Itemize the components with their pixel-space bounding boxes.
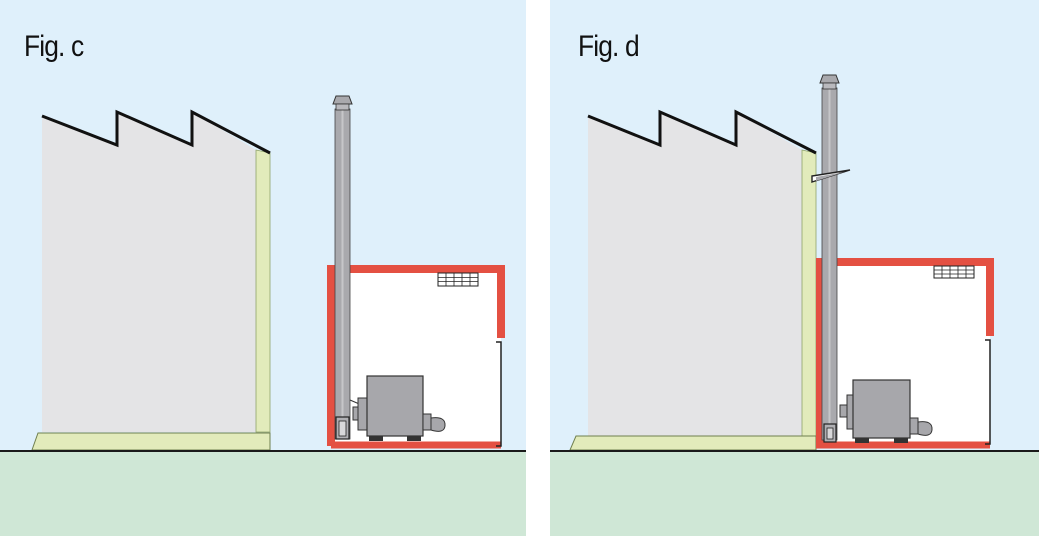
burner-icon	[422, 413, 446, 432]
boiler-foot-left	[855, 438, 869, 443]
figure-label: Fig. c	[24, 30, 84, 63]
boiler-icon	[839, 379, 933, 443]
factory-wall	[588, 112, 802, 436]
figure-d-panel: Fig. d	[550, 0, 1039, 536]
factory-side-wall	[255, 149, 271, 433]
cleanout-door	[826, 427, 834, 440]
boiler-icon	[349, 375, 446, 441]
figure-label: Fig. d	[578, 30, 640, 63]
boiler-body	[852, 379, 911, 439]
boiler-room-wall	[816, 258, 994, 446]
boiler-room-door	[985, 339, 991, 445]
chimney-cap-icon	[819, 74, 840, 90]
figure-c-panel: Fig. c	[0, 0, 526, 536]
boiler-foot-right	[894, 438, 908, 443]
factory-building	[31, 109, 271, 451]
factory-plinth	[569, 435, 817, 451]
chimney	[811, 74, 851, 443]
boiler-foot-left	[369, 436, 383, 441]
factory-plinth	[31, 432, 271, 451]
ground-area	[0, 451, 526, 536]
figure-d-diagram	[550, 0, 1039, 536]
factory-wall	[42, 112, 256, 432]
chimney	[332, 95, 353, 440]
chimney-cap-icon	[332, 95, 353, 111]
ground-area	[550, 451, 1039, 536]
burner-icon	[909, 417, 933, 436]
boiler-room-door	[496, 341, 502, 447]
boiler-body	[366, 375, 424, 437]
sawtooth-roof	[587, 109, 817, 155]
factory-side-wall	[801, 149, 817, 437]
figure-c-diagram	[0, 0, 526, 536]
cleanout-door	[338, 420, 347, 437]
factory-building	[569, 109, 817, 451]
wall-bracket-icon	[811, 169, 851, 183]
boiler-room-wall	[327, 265, 505, 446]
ventilation-grille-icon	[933, 265, 975, 279]
sawtooth-roof	[41, 109, 271, 155]
boiler-foot-right	[407, 436, 421, 441]
ventilation-grille-icon	[437, 272, 479, 287]
